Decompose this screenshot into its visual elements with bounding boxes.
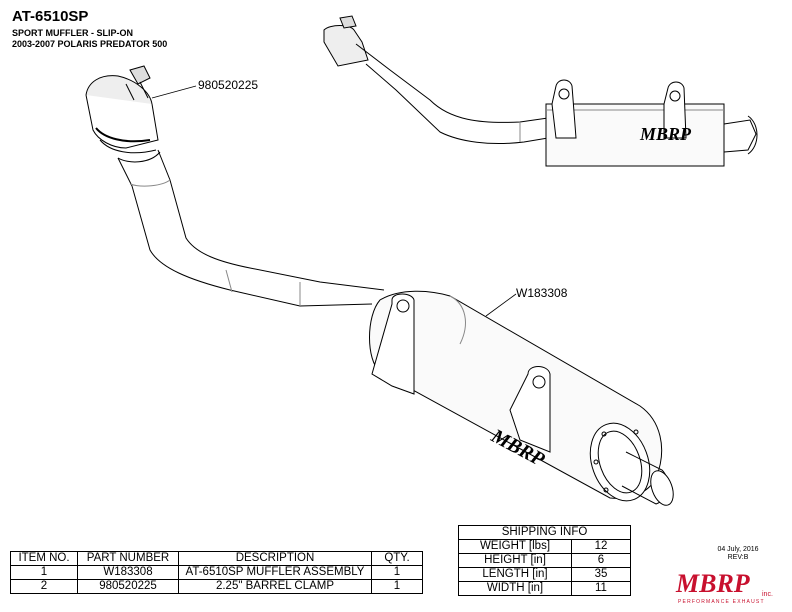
shipping-label: WIDTH [in] xyxy=(458,581,572,596)
side-view: MBRP xyxy=(323,15,758,167)
mbrp-logo: MBRP inc. PERFORMANCE EXHAUST xyxy=(670,566,780,611)
part-number-title: AT-6510SP xyxy=(12,8,89,25)
muffler-callout: W183308 xyxy=(516,286,568,300)
bom-header-part: PART NUMBER xyxy=(77,551,179,566)
bom-cell: AT-6510SP MUFFLER ASSEMBLY xyxy=(178,565,372,580)
table-row: 1 W183308 AT-6510SP MUFFLER ASSEMBLY 1 xyxy=(10,565,423,580)
revision-label: REV:B xyxy=(727,554,749,561)
table-row: WIDTH [in] 11 xyxy=(458,581,631,596)
product-subtitle: SPORT MUFFLER - SLIP-ON 2003-2007 POLARI… xyxy=(12,28,167,50)
table-row: LENGTH [in] 35 xyxy=(458,567,631,582)
table-row: WEIGHT [lbs] 12 xyxy=(458,539,631,554)
bom-cell: 1 xyxy=(371,579,423,594)
shipping-value: 12 xyxy=(571,539,631,554)
shipping-info-table: SHIPPING INFO WEIGHT [lbs] 12 HEIGHT [in… xyxy=(458,525,631,596)
shipping-value: 35 xyxy=(571,567,631,582)
shipping-value: 11 xyxy=(571,581,631,596)
table-row: HEIGHT [in] 6 xyxy=(458,553,631,568)
shipping-title: SHIPPING INFO xyxy=(458,525,631,540)
shipping-value: 6 xyxy=(571,553,631,568)
revision-block: 04 July, 2016 REV:B xyxy=(708,546,768,562)
bom-cell: 1 xyxy=(10,565,78,580)
bill-of-materials-table: ITEM NO. PART NUMBER DESCRIPTION QTY. 1 … xyxy=(10,551,423,594)
revision-date: 04 July, 2016 xyxy=(717,546,759,553)
logo-tagline: PERFORMANCE EXHAUST xyxy=(678,599,765,605)
bom-header-row: ITEM NO. PART NUMBER DESCRIPTION QTY. xyxy=(10,551,423,566)
subtitle-line-1: SPORT MUFFLER - SLIP-ON xyxy=(12,28,133,38)
logo-suffix: inc. xyxy=(762,591,773,598)
bom-cell: 2 xyxy=(10,579,78,594)
shipping-label: LENGTH [in] xyxy=(458,567,572,582)
shipping-label: HEIGHT [in] xyxy=(458,553,572,568)
shipping-title-row: SHIPPING INFO xyxy=(458,525,631,540)
bom-cell: W183308 xyxy=(77,565,179,580)
bom-cell: 1 xyxy=(371,565,423,580)
subtitle-line-2: 2003-2007 POLARIS PREDATOR 500 xyxy=(12,39,168,49)
svg-text:MBRP: MBRP xyxy=(639,124,692,144)
bom-cell: 980520225 xyxy=(77,579,179,594)
bom-cell: 2.25" BARREL CLAMP xyxy=(178,579,372,594)
bom-header-qty: QTY. xyxy=(371,551,423,566)
bom-header-item: ITEM NO. xyxy=(10,551,78,566)
logo-wordmark: MBRP xyxy=(675,569,751,598)
clamp-callout: 980520225 xyxy=(198,78,259,92)
shipping-label: WEIGHT [lbs] xyxy=(458,539,572,554)
main-assembly-view: MBRP xyxy=(85,65,674,506)
table-row: 2 980520225 2.25" BARREL CLAMP 1 xyxy=(10,579,423,594)
bom-header-description: DESCRIPTION xyxy=(178,551,372,566)
